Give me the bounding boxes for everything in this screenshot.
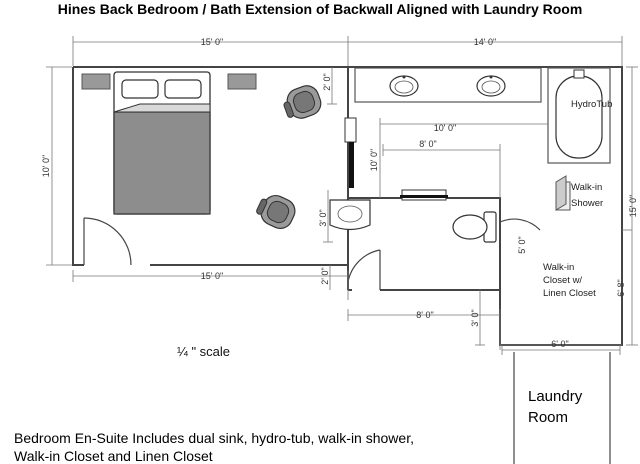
laundry-label-line1: Laundry — [528, 388, 583, 405]
nightstand-right — [227, 73, 257, 90]
dim-bath-width-top: 14' 0" — [474, 37, 496, 47]
dim-door-offset: 5' 0" — [517, 236, 527, 253]
sink-right — [476, 75, 506, 97]
closet-label-line2: Closet w/ — [543, 275, 582, 286]
toilet — [452, 211, 497, 243]
plan-title: Hines Back Bedroom / Bath Extension of B… — [58, 1, 583, 17]
bottom-dims — [72, 265, 622, 355]
bath-door — [347, 249, 381, 290]
bed — [113, 71, 211, 215]
dim-toilet-room-width: 8' 0" — [419, 139, 436, 149]
caption-line1: Bedroom En-Suite Includes dual sink, hyd… — [14, 430, 414, 446]
hydrotub — [547, 67, 611, 164]
right-dims — [622, 66, 638, 346]
laundry-label-line2: Room — [528, 409, 568, 426]
sink-left — [389, 75, 419, 97]
chair-dims — [323, 67, 337, 243]
dim-bedroom-width-top: 15' 0" — [201, 37, 223, 47]
bedroom-walls — [72, 66, 349, 266]
dim-right-lower: 6' 8" — [616, 279, 626, 296]
dim-closet-gap: 2' 0" — [322, 73, 332, 90]
bath-sink — [329, 199, 371, 231]
pocket-door-frame — [344, 117, 357, 143]
dim-laundry-width: 6' 0" — [551, 339, 568, 349]
dim-chair-gap: 3' 0" — [318, 209, 328, 226]
dim-hall-width: 2' 0" — [320, 267, 330, 284]
armchair-bottom — [256, 194, 296, 230]
towel-bar-dark — [400, 195, 448, 198]
dim-bedroom-height: 10' 0" — [41, 155, 51, 177]
pocket-door — [349, 142, 354, 188]
scale-note: ¼ " scale — [177, 344, 230, 359]
bath-dims — [379, 118, 548, 198]
bedroom-door — [83, 217, 132, 266]
nightstand-left — [81, 73, 111, 90]
closet-door — [499, 218, 541, 260]
closet-label-line1: Walk-in — [543, 262, 574, 273]
dim-right-total: 15' 0" — [628, 195, 638, 217]
top-dimensions — [72, 36, 623, 66]
vanity-counter — [354, 67, 542, 103]
dim-bedroom-width-bottom: 15' 0" — [201, 271, 223, 281]
shower-label-line2: Shower — [571, 198, 603, 209]
hydrotub-label: HydroTub — [571, 99, 612, 110]
dim-closet-width: 8' 0" — [416, 310, 433, 320]
left-dimension — [46, 66, 72, 266]
dim-bath-depth: 10' 0" — [369, 149, 379, 171]
shower-label-line1: Walk-in — [571, 182, 602, 193]
caption-line2: Walk-in Closet and Linen Closet — [14, 448, 213, 464]
dim-sink-wall: 10' 0" — [434, 123, 456, 133]
dim-closet-depth: 3' 0" — [470, 309, 480, 326]
laundry-walls — [513, 352, 611, 464]
walk-in-shower — [555, 175, 571, 211]
armchair-top — [283, 85, 322, 119]
closet-label-line3: Linen Closet — [543, 288, 596, 299]
